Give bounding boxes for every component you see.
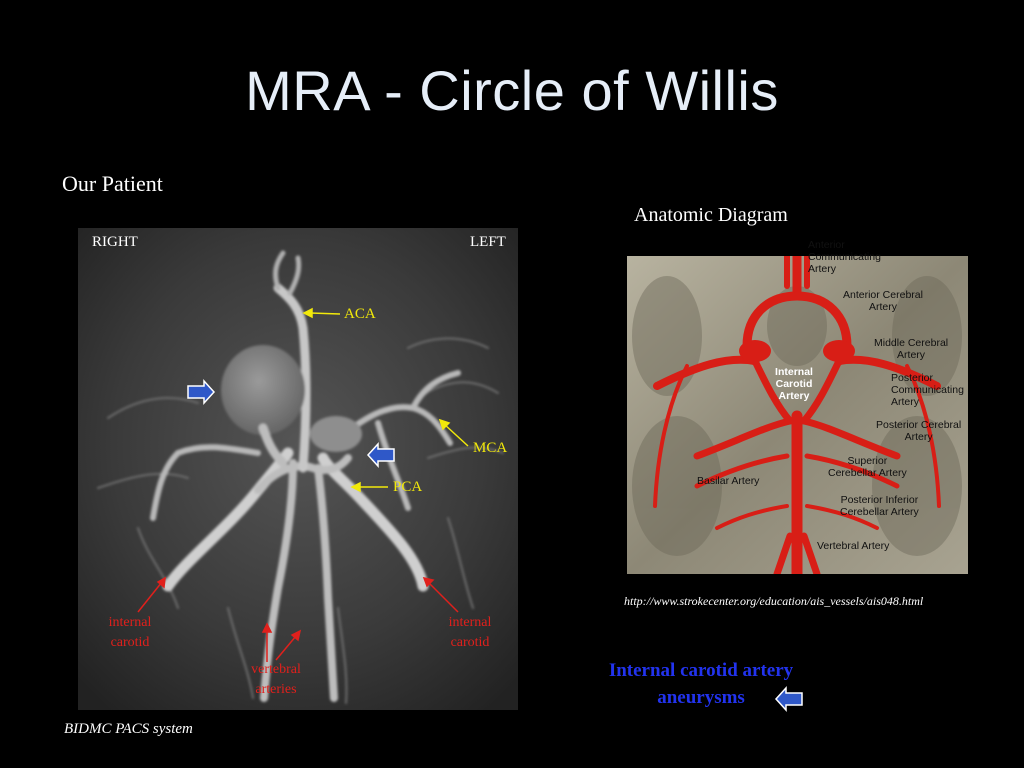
caption-text: Internal carotid artery aneurysms [608, 660, 794, 708]
side-left-label: LEFT [470, 234, 506, 250]
diag-label-sca: Superior Cerebellar Artery [828, 455, 907, 479]
source-url: http://www.strokecenter.org/education/ai… [624, 594, 924, 608]
diag-acom-line2: Communicating [808, 251, 881, 263]
diagram-art [627, 251, 968, 580]
diag-label-mca: Middle Cerebral Artery [874, 337, 948, 361]
vert-pointer-line-2 [275, 635, 297, 661]
mca-pointer-line [443, 423, 469, 447]
diag-label-vertebral: Vertebral Artery [817, 540, 889, 552]
slide-title: MRA - Circle of Willis [245, 59, 779, 122]
diag-pca-line1: Posterior Cerebral [876, 419, 962, 431]
aca-pointer-line [309, 312, 341, 315]
anatomic-diagram [627, 251, 968, 580]
diag-pcom-line2: Communicating [891, 384, 964, 396]
diag-label-acom: Anterior Communicating Artery [808, 239, 881, 275]
diag-ica-line1: Internal [775, 366, 813, 378]
left-heading: Our Patient [62, 171, 163, 196]
caption-arrow-icon [774, 686, 803, 712]
diag-acom-line3: Artery [808, 263, 837, 275]
diag-pca-line2: Artery [904, 431, 933, 443]
image-source: BIDMC PACS system [64, 721, 193, 737]
diag-pcom-line1: Posterior [891, 372, 934, 384]
diag-label-pica: Posterior Inferior Cerebellar Artery [840, 494, 919, 518]
mca-pointer-head [438, 418, 451, 431]
diag-sca-line2: Cerebellar Artery [828, 467, 907, 479]
aca-label: ACA [344, 306, 376, 322]
diag-aca-line2: Artery [868, 301, 897, 313]
pca-pointer-head [350, 481, 361, 493]
ic-left-label: internal carotid [448, 615, 492, 650]
vert-pointer-head-1 [261, 622, 273, 633]
side-right-label: RIGHT [92, 234, 138, 250]
diag-mca-line1: Middle Cerebral [874, 337, 949, 349]
diag-sca-line1: Superior [847, 455, 888, 467]
diag-pica-line1: Posterior Inferior [840, 494, 919, 506]
diag-mca-line2: Artery [897, 349, 926, 361]
diag-basilar-line1: Basilar Artery [697, 475, 760, 487]
mra-image [78, 228, 518, 710]
aneurysm-arrow-right-icon [187, 379, 216, 405]
aca-pointer-head [302, 307, 313, 319]
diag-ica-line3: Artery [778, 390, 810, 402]
diag-vertebral-line1: Vertebral Artery [817, 540, 890, 552]
diag-label-basilar: Basilar Artery [697, 475, 759, 487]
diag-label-aca: Anterior Cerebral Artery [843, 289, 923, 313]
diag-pica-line2: Cerebellar Artery [840, 506, 919, 518]
diag-label-pca: Posterior Cerebral Artery [876, 419, 961, 443]
diag-pcom-line3: Artery [891, 396, 920, 408]
mca-label: MCA [473, 440, 508, 456]
mra-vessel-render [78, 228, 518, 710]
diag-ica-line2: Carotid [775, 378, 813, 390]
ic-left-pointer-head [422, 576, 435, 588]
aneurysm-arrow-left-icon [366, 442, 395, 468]
vert-pointer-head-2 [290, 629, 302, 642]
ic-right-pointer-head [156, 576, 166, 589]
diag-acom-line1: Anterior [808, 239, 845, 251]
diag-label-ica: Internal Carotid Artery [770, 366, 818, 402]
vertebral-label: vertebral arteries [251, 662, 301, 697]
diag-aca-line1: Anterior Cerebral [843, 289, 923, 301]
diag-label-pcom: Posterior Communicating Artery [891, 372, 964, 408]
right-heading: Anatomic Diagram [634, 204, 788, 226]
ic-right-pointer-line [137, 581, 163, 613]
pca-label: PCA [393, 479, 423, 495]
ic-left-pointer-line [427, 581, 459, 613]
ic-right-label: internal carotid [108, 615, 152, 650]
